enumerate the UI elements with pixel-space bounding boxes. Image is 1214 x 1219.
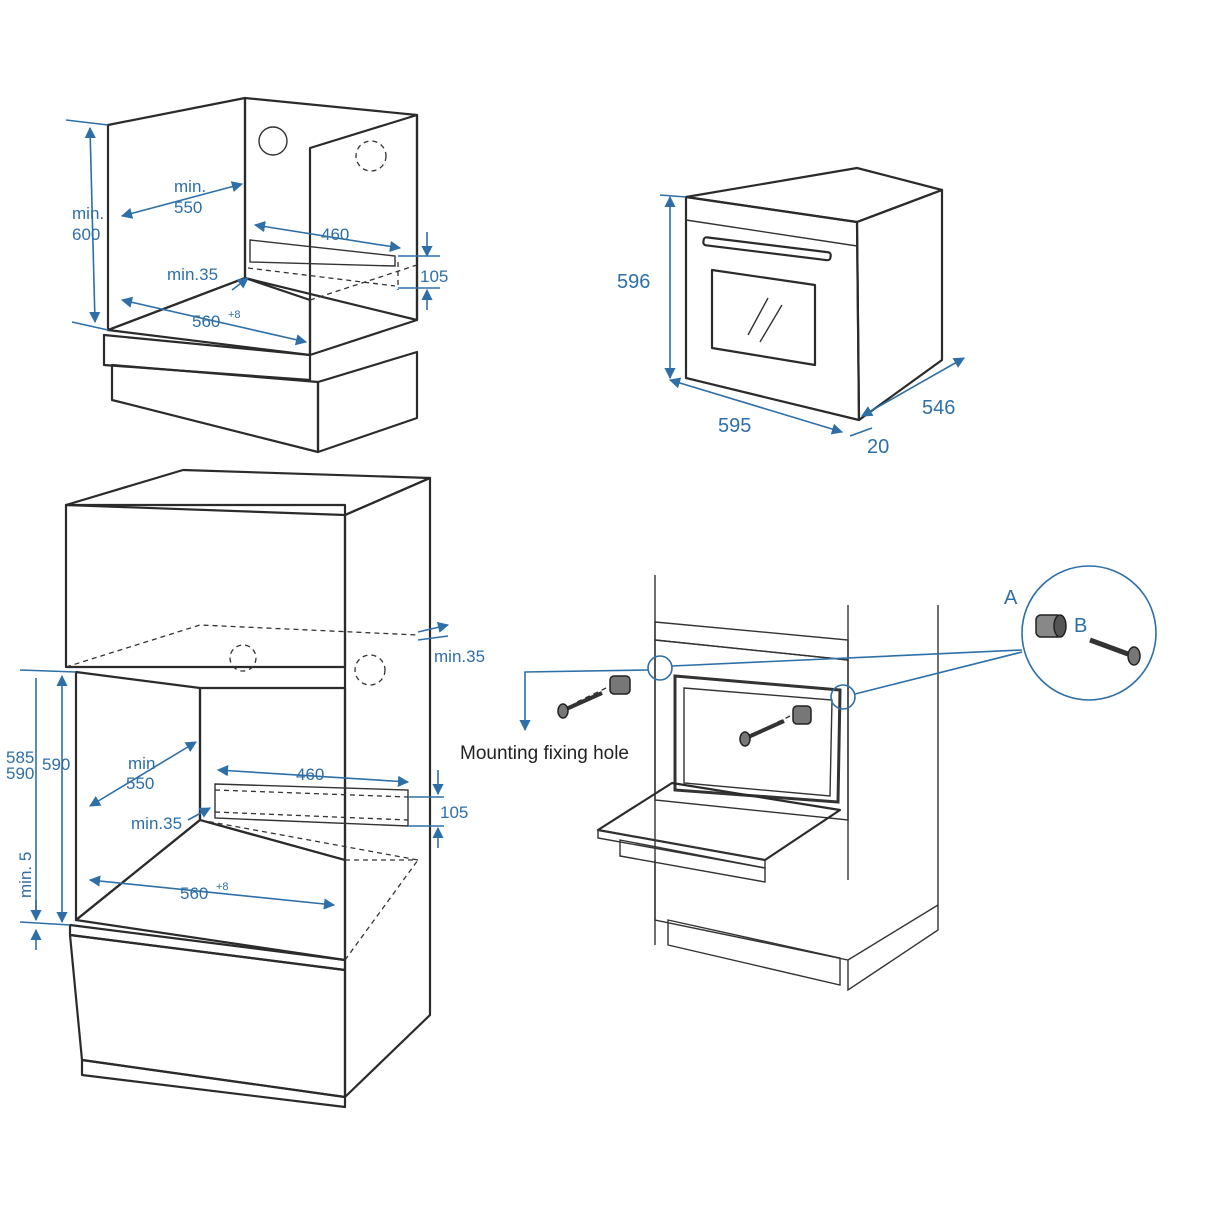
tall-lower-drawer <box>68 933 347 1099</box>
tall-depth-label-min: min <box>128 754 155 773</box>
under-counter-dimensions: min. 600 min. 550 460 105 min.35 560 +8 <box>65 119 448 346</box>
under-counter-cabinet <box>102 96 419 454</box>
oven-handle <box>702 236 832 262</box>
height-label-min: min. <box>72 204 104 223</box>
tall-shelf-edge <box>68 923 347 972</box>
plinth-vent <box>667 919 841 986</box>
depth-label-value: 550 <box>174 198 202 217</box>
tall-upper-box <box>64 503 347 669</box>
plastic-anchor-icon <box>1035 614 1067 638</box>
fixing-hole-left-highlight <box>647 655 673 681</box>
part-a-label: A <box>1004 587 1018 609</box>
tall-height-b-label: 590 <box>6 764 34 783</box>
tall-vent-cutout <box>214 783 409 827</box>
tall-cutout-width-label: 460 <box>296 765 324 784</box>
cabinet-right-wall <box>308 113 419 357</box>
anchor-left-icon <box>609 675 631 695</box>
screw-left-icon <box>557 691 603 719</box>
tall-width-tolerance: +8 <box>216 881 229 893</box>
height-label-value: 600 <box>72 225 100 244</box>
tall-cutout-height-label: 105 <box>440 803 468 822</box>
oven-cavity-frame <box>673 674 842 804</box>
oven-height-label: 596 <box>617 271 650 293</box>
screw-right-icon <box>739 719 785 747</box>
oven-side <box>855 188 944 422</box>
oven-width-label: 595 <box>718 415 751 437</box>
screw-icon <box>1089 637 1141 666</box>
mounting-callout: Mounting fixing hole <box>460 743 629 764</box>
tall-unit-dimensions: min.35 585 590 590 min 550 460 105 min.3… <box>6 621 485 950</box>
tall-width-label: 560 <box>180 884 208 903</box>
width-tolerance: +8 <box>228 309 241 321</box>
part-b-label: B <box>1074 615 1087 637</box>
tall-depth-label-value: 550 <box>126 774 154 793</box>
oven-dimensions: 596 595 546 20 <box>617 194 965 458</box>
anchor-right-icon <box>792 705 812 725</box>
cable-hole-hidden-icon <box>355 140 387 172</box>
oven-front-depth-label: 20 <box>867 436 889 458</box>
tall-cable-hole-icon <box>229 644 257 672</box>
tall-right-side <box>343 476 432 1099</box>
tall-height-a-label: 585 <box>6 748 34 767</box>
cutout-height-label: 105 <box>420 267 448 286</box>
cutout-width-label: 460 <box>321 225 349 244</box>
tall-unit-cabinet <box>64 468 432 1109</box>
detail-magnifier <box>1021 565 1157 701</box>
depth-label-min: min. <box>174 177 206 196</box>
oven-cavity <box>683 687 833 797</box>
tall-niche-floor <box>74 818 347 962</box>
tall-cable-hole-hidden-icon <box>354 654 386 686</box>
tall-plinth <box>80 1058 347 1109</box>
gap-label: min.35 <box>167 265 218 284</box>
oven-appliance <box>684 166 944 422</box>
oven-window <box>710 268 817 367</box>
tall-top-gap-label: min.35 <box>434 647 485 666</box>
mounting-installation: A B Mounting fixing hole <box>460 565 1157 992</box>
fixing-hole-right-highlight <box>830 684 856 710</box>
width-label: 560 <box>192 312 220 331</box>
cabinet-plinth-top <box>102 333 312 382</box>
tall-base-gap-label: min. 5 <box>16 852 35 898</box>
tall-niche-left <box>74 670 202 922</box>
cable-hole-icon <box>258 126 288 156</box>
cabinet-plinth-side <box>316 350 419 454</box>
oven-top <box>684 166 944 224</box>
tall-top <box>64 468 432 517</box>
oven-depth-label: 546 <box>922 397 955 419</box>
tall-height-c-label: 590 <box>42 755 70 774</box>
tall-gap-label: min.35 <box>131 814 182 833</box>
